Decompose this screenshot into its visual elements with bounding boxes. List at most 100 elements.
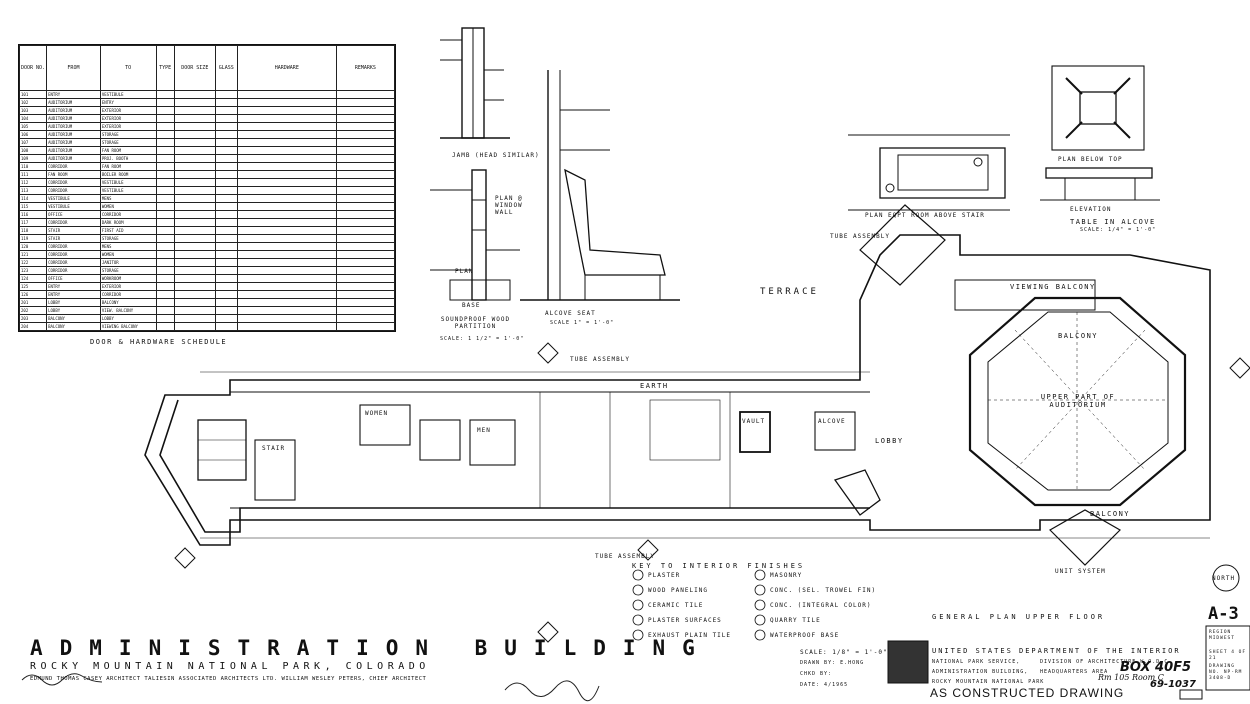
schedule-cell <box>155 250 175 259</box>
schedule-cell <box>335 306 395 315</box>
schedule-cell <box>155 290 175 299</box>
elevation-label: ELEVATION <box>1070 206 1112 213</box>
schedule-cell <box>214 146 238 155</box>
schedule-cell <box>335 322 395 331</box>
alcove-seat-detail <box>520 70 680 301</box>
key-item-8: CONC. (INTEGRAL COLOR) <box>770 602 872 609</box>
schedule-cell <box>173 114 216 123</box>
schedule-cell <box>155 242 175 251</box>
equip-room-plan <box>848 134 1010 211</box>
schedule-cell <box>214 314 238 323</box>
schedule-cell <box>335 130 395 139</box>
schedule-cell <box>155 114 175 123</box>
interior-rooms <box>254 392 881 516</box>
earth-label: EARTH <box>640 382 669 390</box>
schedule-cell <box>173 218 216 227</box>
agency-line1: UNITED STATES DEPARTMENT OF THE INTERIOR <box>932 647 1181 655</box>
schedule-cell <box>236 162 337 171</box>
schedule-cell <box>236 314 337 323</box>
schedule-cell <box>236 106 337 115</box>
schedule-cell <box>335 282 395 291</box>
schedule-cell <box>335 330 395 331</box>
architects-line: EDMUND THOMAS CASEY ARCHITECT TALIESIN A… <box>30 676 427 682</box>
schedule-cell <box>173 298 216 307</box>
schedule-cell <box>173 226 216 235</box>
schedule-cell <box>214 186 238 195</box>
window-wall-detail <box>430 169 520 301</box>
table-alcove-scale: SCALE: 1/4" = 1'-0" <box>1080 227 1157 233</box>
schedule-cell <box>173 122 216 131</box>
schedule-cell <box>335 114 395 123</box>
schedule-cell: 115 <box>19 202 48 211</box>
alcove-seat-scale: SCALE 1" = 1'-0" <box>550 320 615 326</box>
schedule-header-1: FROM <box>46 45 101 91</box>
schedule-cell <box>236 258 337 267</box>
schedule-cell <box>173 98 216 107</box>
schedule-cell <box>335 90 395 99</box>
schedule-cell: CORRIDOR <box>46 178 101 187</box>
schedule-cell <box>155 298 175 307</box>
schedule-cell <box>155 226 175 235</box>
agency-line2: NATIONAL PARK SERVICE, <box>932 659 1021 665</box>
key-item-10: WATERPROOF BASE <box>770 632 840 639</box>
schedule-cell <box>214 234 238 243</box>
agency-line4: ADMINISTRATION BUILDING, <box>932 669 1029 675</box>
schedule-cell: 116 <box>19 210 48 219</box>
drawn-by: DRAWN BY: E.HONG <box>800 660 865 666</box>
key-item-7: CONC. (SEL. TROWEL FIN) <box>770 587 877 594</box>
schedule-cell <box>236 234 337 243</box>
schedule-cell <box>155 154 175 163</box>
schedule-cell: 102 <box>19 98 48 107</box>
schedule-cell <box>155 234 175 243</box>
schedule-cell: AUDITORIUM <box>46 138 101 147</box>
schedule-cell: FAN ROOM <box>46 170 101 179</box>
plan-below-top-label: PLAN BELOW TOP <box>1058 156 1123 163</box>
viewing-balcony-label: VIEWING BALCONY <box>1010 283 1096 291</box>
schedule-cell: 108 <box>19 146 48 155</box>
schedule-cell <box>236 242 337 251</box>
schedule-cell: 123 <box>19 266 48 275</box>
schedule-cell: LOBBY <box>99 314 157 323</box>
schedule-cell: WOMEN <box>99 250 157 259</box>
schedule-cell <box>236 170 337 179</box>
key-item-4: PLASTER SURFACES <box>648 617 722 624</box>
schedule-cell <box>155 202 175 211</box>
base-label: BASE <box>462 302 481 309</box>
schedule-cell: LOBBY <box>46 330 101 331</box>
schedule-cell: 119 <box>19 234 48 243</box>
schedule-header-6: HARDWARE <box>236 45 337 91</box>
schedule-cell: 121 <box>19 250 48 259</box>
window-wall-label: PLAN @ WINDOW WALL <box>495 195 523 216</box>
schedule-cell <box>214 218 238 227</box>
schedule-cell <box>155 106 175 115</box>
schedule-cell: BALCONY <box>99 298 157 307</box>
schedule-cell <box>173 258 216 267</box>
schedule-row: 205LOBBYSTORAGE <box>19 330 395 331</box>
schedule-cell <box>335 210 395 219</box>
schedule-cell <box>214 162 238 171</box>
schedule-cell: 103 <box>19 106 48 115</box>
key-item-9: QUARRY TILE <box>770 617 821 624</box>
schedule-cell <box>155 314 175 323</box>
schedule-cell <box>335 154 395 163</box>
schedule-cell: ENTRY <box>46 282 101 291</box>
schedule-cell <box>335 314 395 323</box>
schedule-cell: EXTERIOR <box>99 106 157 115</box>
schedule-cell <box>173 178 216 187</box>
schedule-cell: ENTRY <box>46 290 101 299</box>
schedule-cell <box>173 138 216 147</box>
schedule-cell <box>173 242 216 251</box>
schedule-cell <box>214 90 238 99</box>
schedule-cell: WORKROOM <box>99 274 157 283</box>
schedule-cell <box>214 322 238 331</box>
schedule-cell <box>214 178 238 187</box>
schedule-title: DOOR & HARDWARE SCHEDULE <box>90 338 228 346</box>
schedule-cell: 122 <box>19 258 48 267</box>
